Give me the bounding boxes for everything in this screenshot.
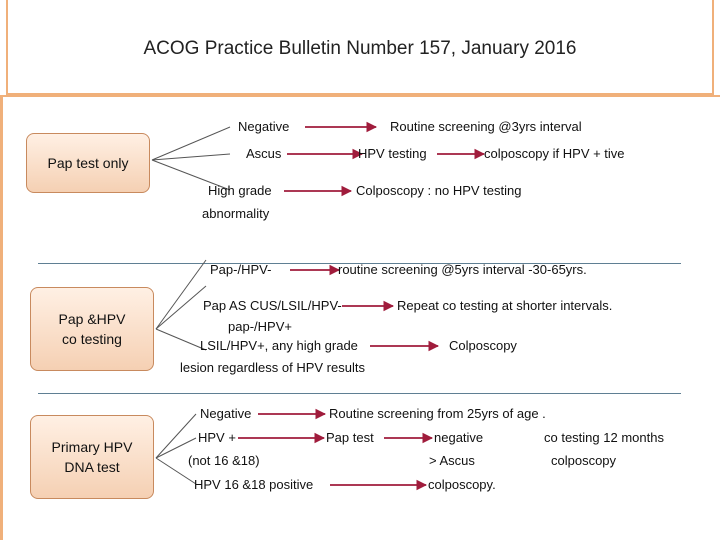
connector-line: [151, 153, 231, 161]
connector-line: [155, 437, 197, 459]
pap-ascus-label: Ascus: [246, 146, 282, 161]
connector-line: [151, 126, 231, 161]
category-primary-hpv-dna-test: Primary HPV DNA test: [30, 415, 154, 499]
pap-routine-label: Routine screening @3yrs interval: [390, 119, 582, 134]
cotest-lsil-high-grade-label: LSIL/HPV+, any high grade: [200, 338, 358, 353]
cotest-colposcopy-label: Colposcopy: [449, 338, 517, 353]
title-panel: ACOG Practice Bulletin Number 157, Janua…: [6, 0, 714, 95]
pap-negative-label: Negative: [238, 119, 290, 134]
primary-colposcopy-label: colposcopy: [551, 453, 617, 468]
cotest-lesion-label: lesion regardless of HPV results: [180, 360, 365, 375]
cotest-ascus-lsil-label: Pap AS CUS/LSIL/HPV-: [203, 298, 342, 313]
cotest-pap-neg-label: Pap-/HPV-: [210, 262, 272, 277]
connector-line: [155, 457, 197, 485]
primary-negative2-label: negative: [434, 430, 484, 445]
cotest-repeat-label: Repeat co testing at shorter intervals.: [397, 298, 613, 313]
connector-line: [155, 285, 207, 330]
primary-hpv-16-18-label: HPV 16 &18 positive: [194, 477, 314, 492]
section-divider: [38, 393, 681, 394]
connector-line: [151, 159, 231, 191]
primary-cotest-12-label: co testing 12 months: [544, 430, 664, 445]
category-pap-hpv-cotesting: Pap &HPV co testing: [30, 287, 154, 371]
category-pap-test-only: Pap test only: [26, 133, 150, 193]
primary-colposcopy2-label: colposcopy.: [428, 477, 496, 492]
connector-line: [155, 259, 207, 330]
pap-colposcopy-no-hpv-label: Colposcopy : no HPV testing: [356, 183, 522, 198]
pap-high-grade-label: High grade: [208, 183, 272, 198]
page-title: ACOG Practice Bulletin Number 157, Janua…: [143, 38, 577, 59]
pap-hpv-testing-label: HPV testing: [358, 146, 427, 161]
content-frame: [0, 95, 720, 540]
cotest-routine-5yr-label: routine screening @5yrs interval -30-65y…: [338, 262, 587, 277]
pap-colposcopy-if-hpv-label: colposcopy if HPV + tive: [484, 146, 625, 161]
primary-routine-25-label: Routine screening from 25yrs of age .: [329, 406, 546, 421]
primary-hpv-pos-label: HPV +: [198, 430, 236, 445]
cotest-pap-hpv-pos-label: pap-/HPV+: [228, 319, 292, 334]
pap-abnormality-label: abnormality: [202, 206, 270, 221]
primary-negative-label: Negative: [200, 406, 252, 421]
primary-gt-ascus-label: > Ascus: [429, 453, 475, 468]
section-divider: [38, 263, 681, 264]
primary-pap-test-label: Pap test: [326, 430, 374, 445]
connector-line: [155, 413, 197, 459]
connector-line: [155, 328, 207, 351]
primary-not-16-18-label: (not 16 &18): [188, 453, 260, 468]
